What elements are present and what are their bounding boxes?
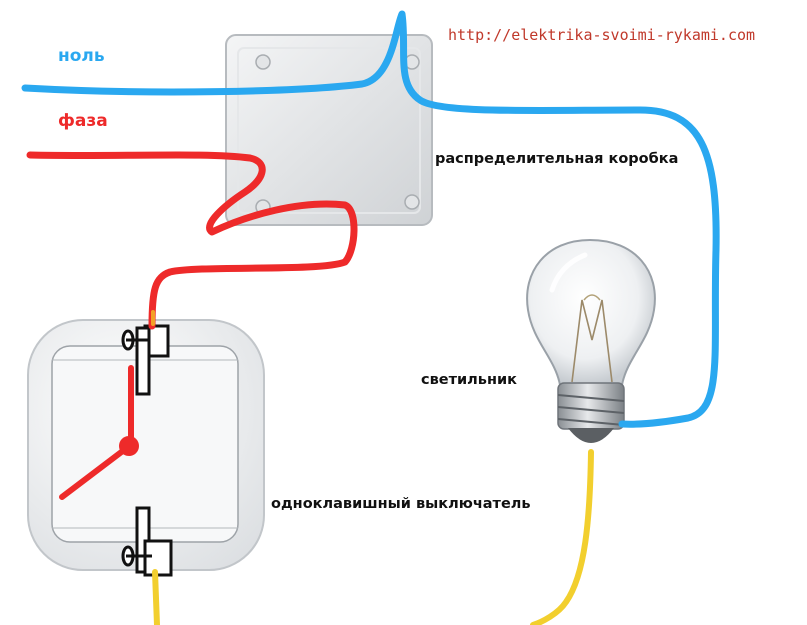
junction-box: [225, 34, 433, 226]
light-bulb-icon: [526, 238, 656, 443]
neutral-label: ноль: [58, 46, 105, 66]
screw-icon: [255, 54, 271, 70]
switch-top-terminal: [121, 324, 170, 396]
website-url[interactable]: http://elektrika-svoimi-rykami.com: [448, 26, 756, 44]
lamp-label: светильник: [421, 372, 517, 388]
phase-wire: [26, 151, 358, 330]
switch-label: одноклавишный выключатель: [271, 496, 531, 512]
switched-wire: [151, 310, 594, 625]
switch-bottom-terminal: [121, 506, 173, 577]
neutral-wire: [21, 10, 720, 428]
phase-label: фаза: [58, 111, 108, 131]
junction-box-label: распределительная коробка: [435, 151, 679, 167]
switch-contact: [59, 365, 139, 500]
screw-icon: [404, 194, 420, 210]
